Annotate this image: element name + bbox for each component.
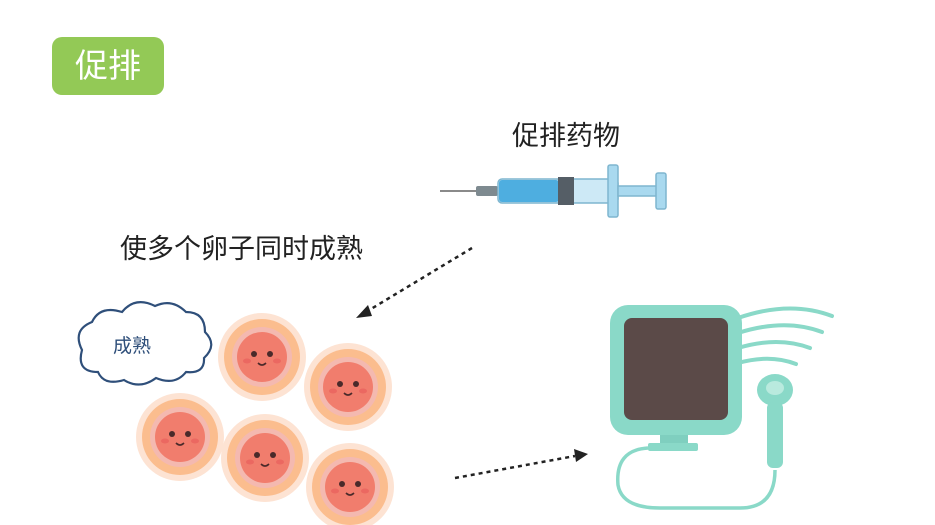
- egg-cell-5: [305, 442, 395, 525]
- cloud-label: 成熟: [113, 335, 151, 357]
- egg-cell-3: [135, 392, 225, 482]
- egg-cell-2: [303, 342, 393, 432]
- egg-cell-4: [220, 413, 310, 503]
- cloud-bubble: 成熟: [77, 301, 213, 386]
- arrow-to-eggs: [356, 246, 473, 318]
- drug-label: 促排药物: [512, 121, 620, 152]
- arrow-to-ultrasound: [454, 449, 588, 480]
- syringe-icon: [440, 164, 667, 218]
- badge-promote-ovulation: 促排: [52, 37, 164, 95]
- effect-label: 使多个卵子同时成熟: [120, 234, 363, 265]
- egg-cell-1: [217, 312, 307, 402]
- ultrasound-machine-icon: [610, 305, 834, 510]
